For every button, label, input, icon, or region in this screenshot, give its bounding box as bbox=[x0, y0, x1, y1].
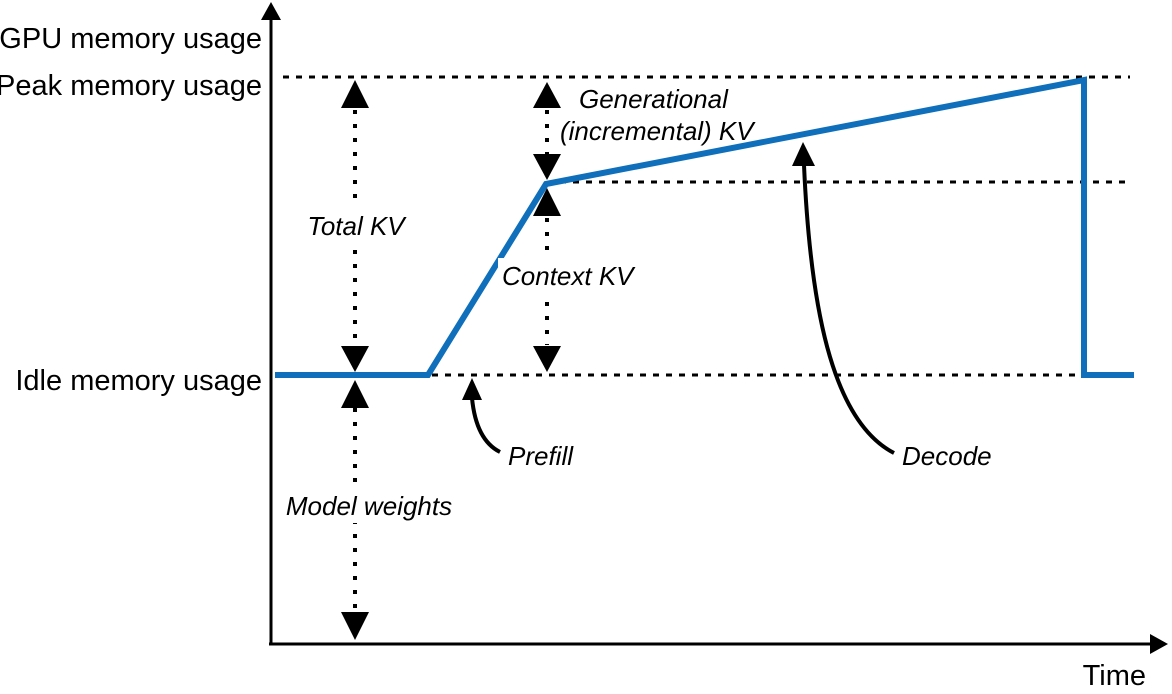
reference-lines bbox=[283, 75, 1130, 377]
model-weights-label: Model weights bbox=[286, 491, 452, 521]
model-weights-arrowhead-down bbox=[341, 612, 369, 640]
axes bbox=[261, 2, 1168, 654]
total-kv-label: Total KV bbox=[307, 211, 407, 241]
decode-pointer-arrowhead bbox=[792, 142, 815, 166]
x-axis-title: Time bbox=[1083, 660, 1146, 692]
total-kv-arrow bbox=[341, 80, 369, 372]
memory-usage-line bbox=[275, 76, 1134, 378]
peak-memory-label: Peak memory usage bbox=[0, 70, 262, 102]
idle-memory-label: Idle memory usage bbox=[15, 365, 262, 397]
decode-pointer bbox=[792, 142, 895, 455]
generational-kv-arrowhead-down bbox=[533, 154, 561, 180]
model-weights-label-bg bbox=[283, 489, 455, 523]
total-kv-label-bg bbox=[305, 206, 407, 240]
prefill-pointer-curve bbox=[470, 397, 501, 454]
y-axis-title: GPU memory usage bbox=[0, 23, 262, 55]
prefill-pointer-arrowhead bbox=[462, 378, 482, 400]
context-kv-label-bg bbox=[498, 258, 638, 292]
total-kv-arrowhead-down bbox=[341, 346, 369, 372]
model-weights-arrowhead-up bbox=[341, 380, 369, 408]
context-kv-arrowhead-down bbox=[533, 346, 561, 372]
x-axis-arrowhead bbox=[1150, 634, 1168, 654]
decode-label: Decode bbox=[902, 441, 992, 471]
total-kv-arrowhead-up bbox=[341, 80, 369, 108]
generational-kv-arrow bbox=[533, 82, 561, 180]
y-axis-arrowhead bbox=[261, 2, 281, 20]
prefill-label: Prefill bbox=[508, 441, 574, 471]
prefill-pointer bbox=[462, 378, 501, 454]
generational-kv-label-line2: (incremental) KV bbox=[560, 116, 756, 146]
decode-pointer-curve bbox=[802, 164, 895, 455]
context-kv-arrow bbox=[533, 188, 561, 372]
generational-kv-arrowhead-up bbox=[533, 82, 561, 108]
context-kv-label: Context KV bbox=[502, 261, 636, 291]
generational-kv-label-line1: Generational bbox=[579, 84, 729, 114]
context-kv-arrowhead-up bbox=[533, 188, 561, 216]
